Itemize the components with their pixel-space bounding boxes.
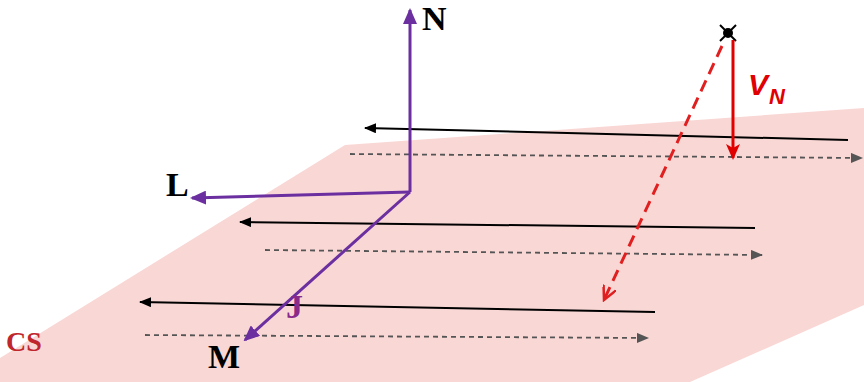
current-label: J <box>286 290 303 324</box>
axis-label: M <box>208 340 240 374</box>
velocity-label: V <box>748 70 768 100</box>
current-sheet-label: CS <box>6 328 42 356</box>
axis-label: L <box>166 168 189 202</box>
velocity-subscript: N <box>769 86 785 108</box>
axis-label: N <box>422 2 447 36</box>
